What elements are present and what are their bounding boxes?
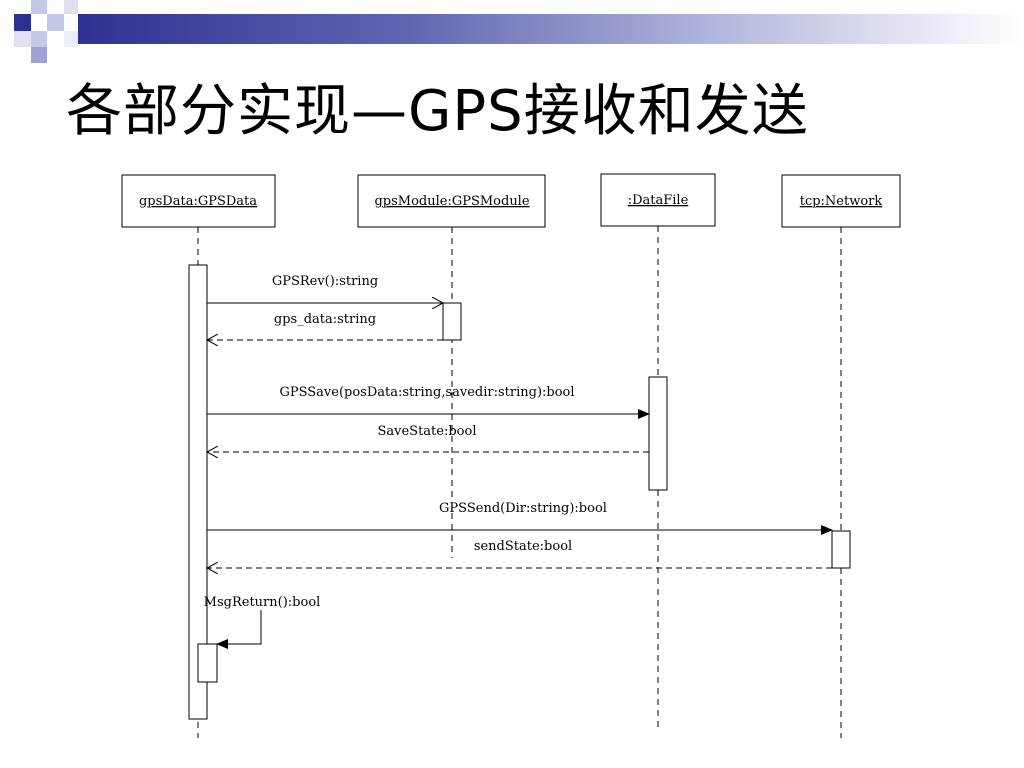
object-box-gpsdata <box>121 174 276 228</box>
message-arrow-msgreturn-self <box>216 610 262 649</box>
object-box-gpsmodule <box>357 174 546 228</box>
message-label-gps-data-return: gps_data:string <box>274 312 376 327</box>
message-label-savestate-return: SaveState:bool <box>377 424 476 439</box>
object-label-gpsmodule: gpsModule:GPSModule <box>374 194 529 209</box>
object-label-datafile: :DataFile <box>628 193 689 208</box>
activation-network <box>831 530 851 569</box>
slide-title: 各部分实现—GPS接收和发送 <box>66 79 809 144</box>
object-box-network <box>781 174 901 228</box>
object-box-datafile <box>600 173 716 227</box>
activation-gpsdata-self <box>197 643 218 683</box>
message-label-gpssave: GPSSave(posData:string,savedir:string):b… <box>279 385 574 400</box>
object-label-network: tcp:Network <box>800 194 883 209</box>
corner-decoration <box>14 0 78 63</box>
activation-gpsdata <box>188 264 208 720</box>
message-label-gpsrev: GPSRev():string <box>272 274 378 289</box>
activation-datafile <box>648 376 668 491</box>
object-label-gpsdata: gpsData:GPSData <box>139 194 257 209</box>
title-bar-gradient <box>78 14 1024 44</box>
message-label-sendstate-return: sendState:bool <box>474 539 572 554</box>
message-label-msgreturn: MsgReturn():bool <box>204 595 321 610</box>
activation-gpsmodule <box>442 302 462 341</box>
message-label-gpssend: GPSSend(Dir:string):bool <box>439 501 607 516</box>
